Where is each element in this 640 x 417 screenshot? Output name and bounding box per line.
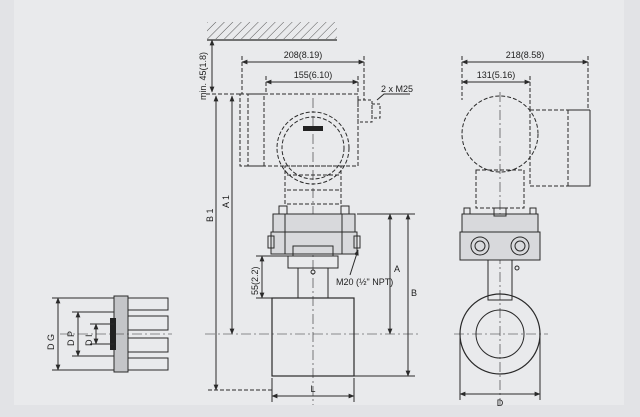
label-a: A	[394, 264, 400, 274]
flange-detail	[52, 295, 172, 373]
ceiling-hatch	[207, 22, 337, 39]
label-2xm25: 2 x M25	[381, 84, 413, 94]
label-a1: A 1	[221, 195, 231, 208]
label-d: D	[497, 398, 504, 408]
display-window	[303, 126, 323, 131]
label-b1: B 1	[205, 208, 215, 222]
label-width-155: 155(6.10)	[294, 70, 333, 80]
side-neck	[487, 259, 513, 301]
cable-entry-right	[357, 99, 381, 123]
transmitter-housing	[239, 93, 359, 205]
label-width-218: 218(8.58)	[506, 50, 545, 60]
frame-right-strip	[624, 0, 640, 417]
sensor-neck	[287, 255, 339, 269]
terminal-box	[267, 205, 361, 257]
frame-bottom-strip	[0, 405, 640, 417]
label-width-131: 131(5.16)	[477, 70, 516, 80]
sensor-body	[271, 297, 355, 377]
label-di: D I	[84, 334, 94, 346]
label-dg: D G	[46, 334, 56, 350]
label-min-45: min. 45(1.8)	[198, 52, 208, 100]
label-dp: D P	[66, 331, 76, 346]
front-view	[205, 22, 420, 405]
label-width-208: 208(8.19)	[284, 50, 323, 60]
side-view	[454, 56, 591, 405]
label-m20: M20 (½" NPT)	[336, 277, 393, 287]
label-l: L	[310, 384, 315, 394]
frame-left-strip	[0, 0, 14, 417]
label-b: B	[411, 288, 417, 298]
label-55: 55(2.2)	[250, 266, 260, 295]
side-housing	[461, 95, 591, 209]
